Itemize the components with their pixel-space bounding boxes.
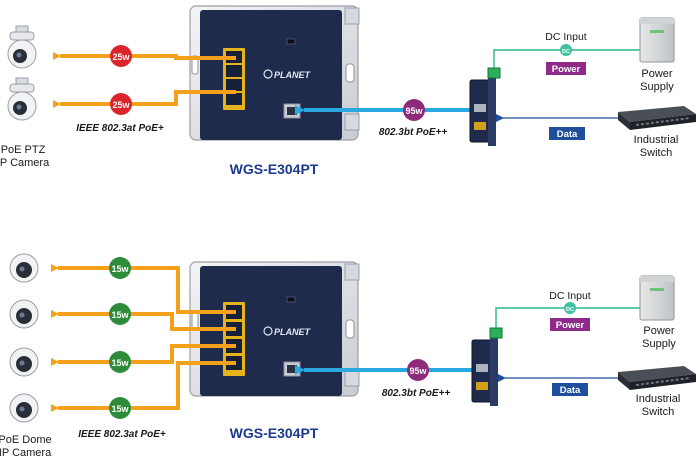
svg-text:25w: 25w bbox=[112, 100, 130, 110]
svg-text:Power: Power bbox=[556, 320, 585, 331]
planet-logo-icon bbox=[263, 69, 273, 79]
bottom-uplink-badge: 95w bbox=[407, 359, 429, 381]
top-brand: PLANET bbox=[274, 70, 312, 80]
top-section: PLANET WGS-E304PT 25w 25w IEEE 802.3at P… bbox=[0, 5, 696, 177]
svg-text:15w: 15w bbox=[111, 264, 129, 274]
svg-text:15w: 15w bbox=[111, 404, 129, 414]
bottom-port-badge-3: 15w bbox=[109, 351, 131, 373]
bottom-section: PLANET WGS-E304PT 15w 15w 15w 15w IEEE 8… bbox=[0, 253, 696, 459]
top-power-supply-label-1: Power bbox=[641, 68, 673, 80]
bottom-brand: PLANET bbox=[274, 327, 312, 337]
bottom-port-badge-2: 15w bbox=[109, 303, 131, 325]
top-switch-panel bbox=[200, 10, 342, 140]
bottom-poe-in-label: IEEE 802.3at PoE+ bbox=[78, 429, 166, 440]
dome-camera-icon bbox=[9, 347, 39, 377]
top-wgs-switch: PLANET bbox=[189, 5, 360, 141]
bottom-port-badge-4: 15w bbox=[109, 397, 131, 419]
top-poe-in-label: IEEE 802.3at PoE+ bbox=[76, 123, 164, 134]
svg-text:15w: 15w bbox=[111, 310, 129, 320]
svg-text:Data: Data bbox=[560, 385, 581, 396]
bottom-camera-label-1: PoE Dome bbox=[0, 434, 52, 446]
dome-camera-icon bbox=[9, 393, 39, 423]
top-data-tag bbox=[549, 127, 585, 140]
bottom-power-supply-label-2: Supply bbox=[642, 338, 676, 350]
top-dc-badge: DC bbox=[560, 44, 572, 56]
svg-text:Data: Data bbox=[557, 129, 578, 140]
planet-logo-icon bbox=[263, 326, 273, 336]
top-switch-label-1: Industrial bbox=[634, 134, 679, 146]
bottom-switch-label-2: Switch bbox=[642, 406, 674, 418]
top-uplink-badge: 95w bbox=[403, 99, 425, 121]
bottom-camera-label-2: IP Camera bbox=[0, 447, 52, 459]
top-switch-label-2: Switch bbox=[640, 147, 672, 159]
svg-text:95w: 95w bbox=[409, 366, 427, 376]
svg-text:15w: 15w bbox=[111, 358, 129, 368]
bottom-industrial-switch-icon bbox=[618, 366, 696, 390]
dome-camera-icon bbox=[9, 253, 39, 283]
top-model-label: WGS-E304PT bbox=[230, 161, 319, 177]
top-poe-out-label: 802.3bt PoE++ bbox=[379, 127, 448, 138]
svg-text:25w: 25w bbox=[112, 52, 130, 62]
top-dc-line bbox=[493, 49, 640, 68]
bottom-data-tag bbox=[552, 383, 588, 396]
top-port-badge-1: 25w bbox=[110, 45, 132, 67]
ptz-camera-icon bbox=[7, 25, 37, 69]
top-power-tag bbox=[546, 62, 586, 75]
top-power-supply-icon bbox=[639, 17, 675, 63]
top-power-supply-label-2: Supply bbox=[640, 81, 674, 93]
bottom-dc-line bbox=[495, 307, 640, 328]
bottom-dc-input-label: DC Input bbox=[549, 290, 591, 302]
bottom-poe-injector bbox=[471, 327, 503, 406]
bottom-power-tag bbox=[550, 318, 590, 331]
top-poe-injector bbox=[469, 67, 501, 146]
svg-text:95w: 95w bbox=[405, 106, 423, 116]
bottom-dc-badge: DC bbox=[564, 302, 576, 314]
top-industrial-switch-icon bbox=[618, 106, 696, 130]
bottom-switch-label-1: Industrial bbox=[636, 393, 681, 405]
bottom-port-badge-1: 15w bbox=[109, 257, 131, 279]
svg-text:Power: Power bbox=[552, 64, 581, 75]
top-poe-cable-1 bbox=[53, 52, 236, 60]
dome-camera-icon bbox=[9, 299, 39, 329]
bottom-model-label: WGS-E304PT bbox=[230, 425, 319, 441]
bottom-power-supply-label-1: Power bbox=[643, 325, 675, 337]
bottom-poe-out-label: 802.3bt PoE++ bbox=[382, 388, 451, 399]
svg-text:DC: DC bbox=[562, 49, 570, 55]
svg-text:DC: DC bbox=[566, 307, 574, 313]
bottom-power-supply-icon bbox=[639, 275, 675, 321]
top-dc-input-label: DC Input bbox=[545, 31, 587, 43]
ptz-camera-icon bbox=[7, 77, 37, 121]
top-port-badge-2: 25w bbox=[110, 93, 132, 115]
top-camera-label-2: IP Camera bbox=[0, 157, 50, 169]
top-camera-label-1: PoE PTZ bbox=[1, 144, 46, 156]
